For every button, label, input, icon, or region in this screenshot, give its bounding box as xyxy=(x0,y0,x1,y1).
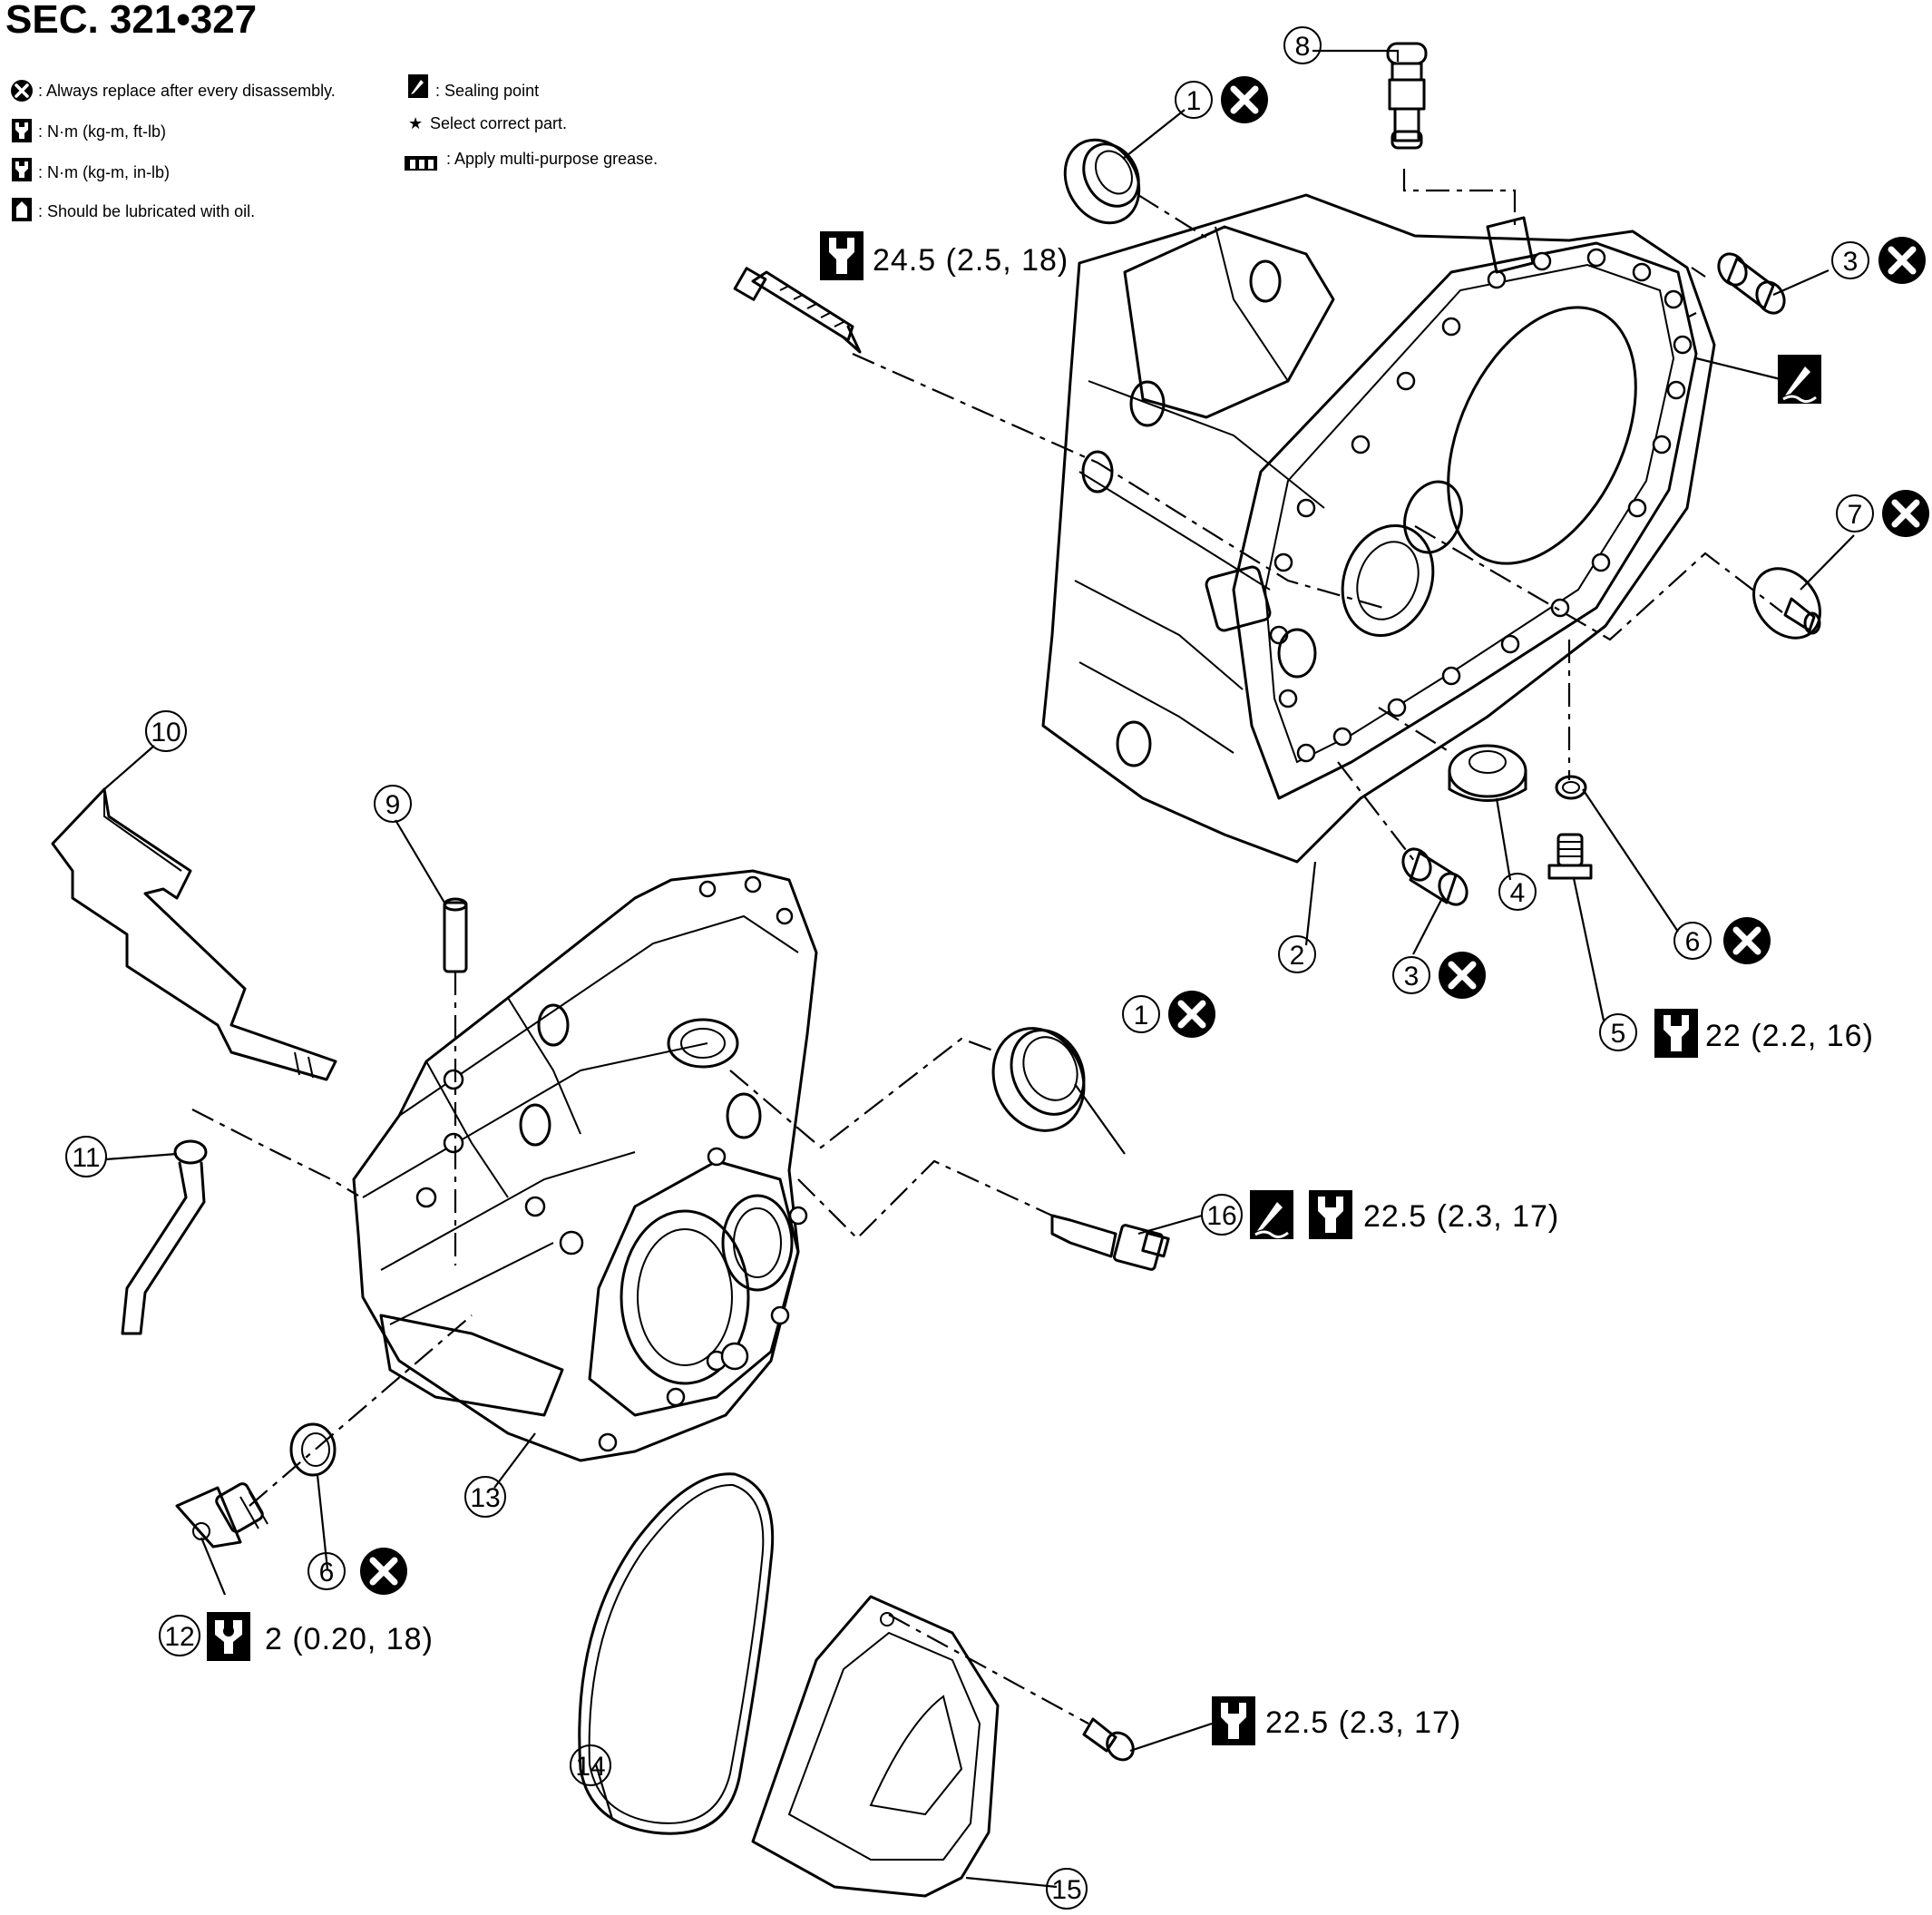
replace-x-icon xyxy=(1439,952,1486,999)
replace-x-icon xyxy=(1878,237,1926,284)
transmission-case xyxy=(352,869,818,1462)
oil-seal-lower xyxy=(991,1027,1086,1132)
oil-seal-upper xyxy=(1063,138,1141,225)
oil-can-icon xyxy=(12,198,32,221)
drain-plug-12 xyxy=(175,1482,268,1549)
callout-11: 11 xyxy=(72,1143,100,1173)
legend: : Always replace after every disassembly… xyxy=(9,74,658,221)
legend-select-part: Select correct part. xyxy=(430,114,567,132)
pin-9 xyxy=(443,897,468,973)
switch-16 xyxy=(1050,1214,1170,1271)
torque-wrench-icon xyxy=(1309,1190,1352,1239)
section-title: SEC. 321•327 xyxy=(5,0,257,42)
torque-wrench-icon xyxy=(1212,1696,1255,1745)
cap-7 xyxy=(1752,567,1821,640)
callout-3-lower: 3 xyxy=(1404,962,1420,992)
replace-x-icon xyxy=(1168,991,1215,1038)
torque-wrench-icon xyxy=(1654,1009,1698,1058)
legend-lubricate: : Should be lubricated with oil. xyxy=(38,202,255,220)
dowel-pin-3-lower xyxy=(1401,847,1469,906)
replace-x-icon xyxy=(1723,917,1771,964)
torque-wrench-filled-icon xyxy=(12,158,32,181)
callout-9: 9 xyxy=(385,790,401,820)
torque-part5: 22 (2.2, 16) xyxy=(1705,1019,1874,1053)
callout-16: 16 xyxy=(1206,1201,1236,1231)
callout-4: 4 xyxy=(1510,878,1526,908)
callout-14: 14 xyxy=(575,1752,605,1782)
plug-5 xyxy=(1547,833,1593,880)
sealant-icon xyxy=(1776,353,1823,405)
cover-bolt xyxy=(1082,1717,1135,1762)
callout-3-upper: 3 xyxy=(1843,247,1859,277)
torque-specs: 24.5 (2.5, 18) 22 (2.2, 16) 22.5 (2.3, 1… xyxy=(207,231,1874,1745)
bolt-top xyxy=(733,267,862,354)
callout-13: 13 xyxy=(470,1483,500,1513)
callout-6-right: 6 xyxy=(1685,927,1701,957)
replace-x-icon xyxy=(1221,76,1268,123)
replace-x-icon xyxy=(1882,490,1929,537)
bearing-seal-4 xyxy=(1448,744,1527,802)
washer-6-right xyxy=(1555,775,1587,800)
torque-part12: 2 (0.20, 18) xyxy=(265,1622,434,1656)
torque-cover-bolt: 22.5 (2.3, 17) xyxy=(1265,1705,1461,1740)
grease-icon xyxy=(405,156,437,171)
callout-circle xyxy=(1175,81,1213,119)
callout-7: 7 xyxy=(1848,500,1863,530)
o-ring-14 xyxy=(578,1472,775,1835)
callout-10: 10 xyxy=(151,718,181,747)
callout-1-lower: 1 xyxy=(1134,1001,1149,1031)
washer-6-left xyxy=(289,1422,337,1477)
star-icon: ★ xyxy=(408,114,423,132)
legend-torque-ft-lb: : N·m (kg-m, ft-lb) xyxy=(38,122,166,141)
bracket-10 xyxy=(51,787,337,1081)
replace-x-icon xyxy=(360,1548,407,1595)
center-lines xyxy=(191,169,1783,1724)
legend-sealing: : Sealing point xyxy=(435,82,539,100)
legend-grease: : Apply multi-purpose grease. xyxy=(446,150,658,168)
callouts: 1 8 3 7 2 3 4 6 5 1 xyxy=(65,26,1929,1910)
drain-plug-8 xyxy=(1386,42,1428,150)
legend-torque-in-lb: : N·m (kg-m, in-lb) xyxy=(38,163,170,181)
callout-6-left: 6 xyxy=(319,1558,335,1588)
callout-8: 8 xyxy=(1295,32,1311,62)
torque-bolt-top: 24.5 (2.5, 18) xyxy=(873,243,1068,278)
cover-15 xyxy=(751,1595,1000,1898)
torque-wrench-filled-icon xyxy=(207,1612,250,1661)
legend-replace: : Always replace after every disassembly… xyxy=(38,82,336,100)
breather-tube-11 xyxy=(121,1139,208,1335)
torque-wrench-icon xyxy=(820,231,864,280)
callout-15: 15 xyxy=(1051,1875,1081,1905)
torque-wrench-icon xyxy=(12,119,32,142)
torque-part16: 22.5 (2.3, 17) xyxy=(1363,1199,1559,1234)
leader-lines xyxy=(103,49,1855,1889)
callout-12: 12 xyxy=(164,1622,194,1652)
clutch-housing xyxy=(1041,193,1716,864)
sealant-icon xyxy=(1248,1188,1295,1241)
sealant-icon xyxy=(408,74,428,98)
callout-2: 2 xyxy=(1290,941,1305,971)
dowel-pin-3-upper xyxy=(1717,252,1786,315)
callout-5: 5 xyxy=(1611,1019,1626,1049)
replace-x-icon xyxy=(9,78,34,103)
callout-1-upper: 1 xyxy=(1186,86,1202,116)
